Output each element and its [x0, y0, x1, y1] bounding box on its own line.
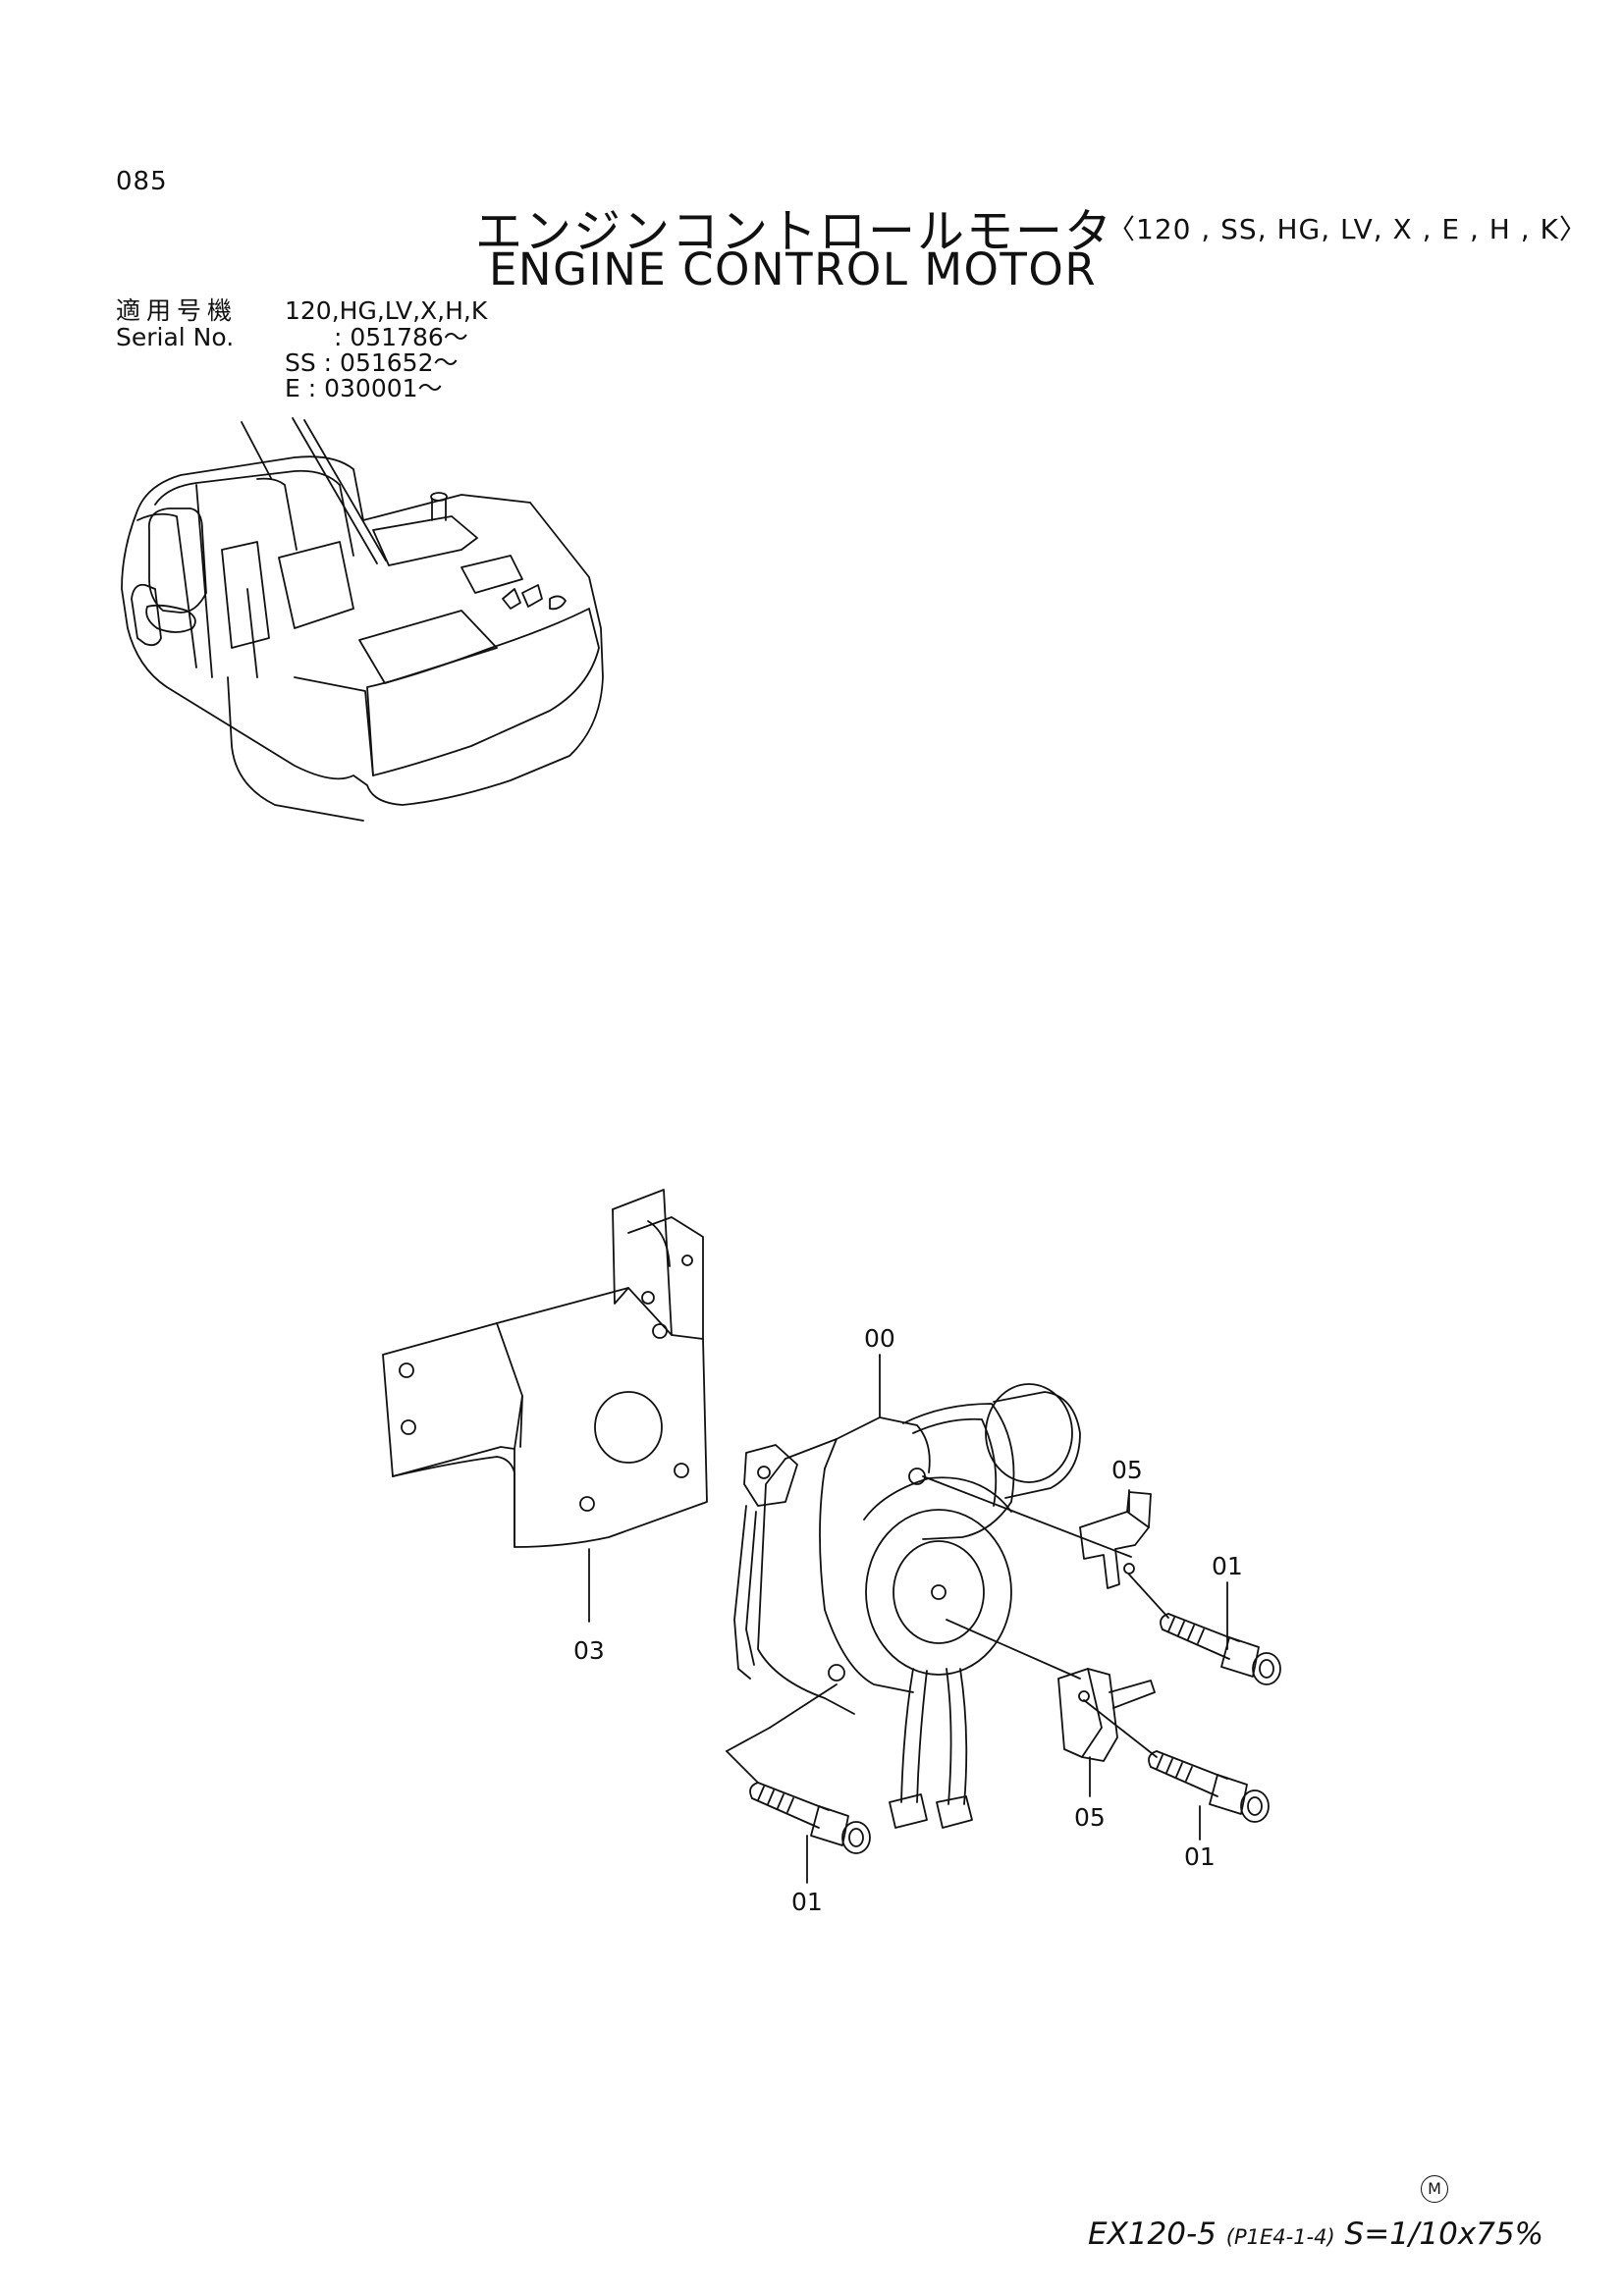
serial-number-label: Serial No. [116, 323, 235, 351]
callout-01-left: 01 [791, 1888, 823, 1916]
callout-00: 00 [864, 1324, 895, 1353]
plate-part-05-lower [1057, 1668, 1156, 1762]
m-mark: M [1421, 2175, 1448, 2203]
callout-03: 03 [573, 1636, 605, 1665]
serial-range-1: : 051786～ [334, 323, 468, 351]
serial-range-2: SS : 051652～ [285, 348, 459, 377]
applicable-models: 120,HG,LV,X,H,K [285, 296, 488, 325]
callout-leaders [588, 1354, 1228, 1884]
footer-scale: S=1/10x75% [1344, 2216, 1544, 2252]
plate-part-05-upper [1079, 1491, 1152, 1589]
bolt-part-01-right-upper [1128, 1574, 1281, 1685]
bracket-part-03 [382, 1189, 708, 1548]
footer-reference: EX120-5 (P1E4-1-4) S=1/10x75% [1088, 2216, 1543, 2252]
serial-range-3: E : 030001～ [285, 374, 443, 402]
title-english: ENGINE CONTROL MOTOR [489, 243, 1098, 295]
bolt-part-01-left [726, 1750, 871, 1854]
control-motor-part-00 [726, 1383, 1132, 1829]
callout-01-right-upper: 01 [1212, 1552, 1243, 1580]
callout-05-lower: 05 [1074, 1803, 1106, 1832]
callout-01-right-lower: 01 [1184, 1842, 1216, 1871]
excavator-illustration [121, 417, 604, 822]
bolt-part-01-right-lower [1083, 1699, 1270, 1823]
page-number: 085 [116, 167, 168, 196]
title-japanese: エンジンコントロールモータ [475, 204, 1114, 259]
footer-model: EX120-5 [1088, 2216, 1217, 2252]
callout-05-upper: 05 [1111, 1456, 1143, 1484]
footer-sheet: (P1E4-1-4) [1225, 2225, 1335, 2249]
applicable-machines-label: 適用号機 [116, 296, 239, 325]
title-models: 〈120 , SS, HG, LV, X , E , H , K〉 [1108, 213, 1588, 245]
